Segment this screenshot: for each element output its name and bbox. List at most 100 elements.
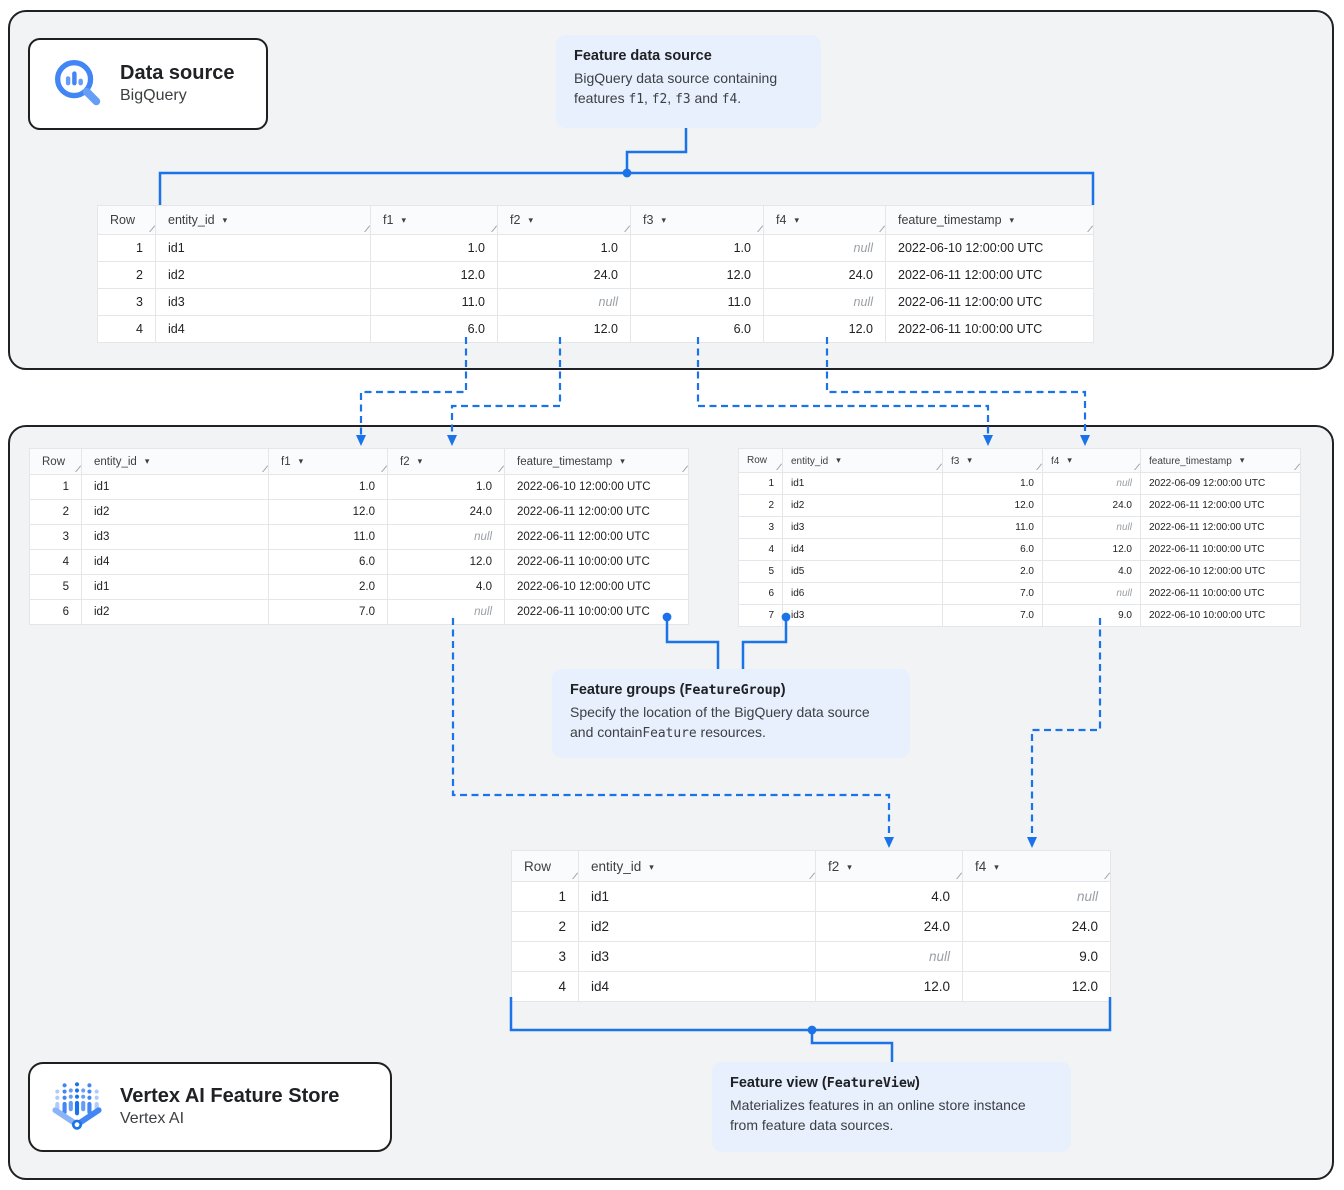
- column-header-entity_id: entity_id▾∕∕: [782, 448, 943, 473]
- cell-feature_timestamp: 2022-06-10 12:00:00 UTC: [1140, 560, 1301, 583]
- cell-Row: 2: [97, 261, 156, 289]
- column-label: Row: [110, 213, 136, 227]
- column-header-Row: Row∕∕: [29, 448, 82, 475]
- column-label: Row: [42, 455, 66, 468]
- column-label: f2: [828, 858, 840, 874]
- sort-caret-icon: ▾: [967, 454, 972, 465]
- sort-caret-icon: ▾: [528, 215, 533, 225]
- data-source-card: Data source BigQuery: [28, 38, 268, 130]
- cell-f2: null: [815, 941, 963, 972]
- column-label: f1: [281, 455, 291, 468]
- column-header-Row: Row∕∕: [511, 850, 579, 882]
- cell-f2: 4.0: [815, 881, 963, 912]
- feature-view-callout: Feature view (FeatureView) Materializes …: [712, 1062, 1071, 1152]
- cell-entity_id: id1: [81, 574, 269, 600]
- cell-feature_timestamp: 2022-06-11 10:00:00 UTC: [1140, 538, 1301, 561]
- callout-body: Specify the location of the BigQuery dat…: [570, 703, 892, 743]
- cell-Row: 2: [738, 494, 783, 517]
- cell-entity_id: id2: [81, 499, 269, 525]
- cell-f1: 6.0: [370, 315, 498, 343]
- cell-Row: 3: [511, 941, 579, 972]
- cell-f2: 12.0: [815, 971, 963, 1002]
- group-right-table: Row∕∕entity_id▾∕∕f3▾∕∕f4▾∕∕feature_times…: [738, 448, 1301, 627]
- cell-f4: 12.0: [962, 971, 1111, 1002]
- cell-Row: 6: [29, 599, 82, 625]
- cell-Row: 4: [511, 971, 579, 1002]
- cell-entity_id: id3: [782, 516, 943, 539]
- cell-feature_timestamp: 2022-06-11 12:00:00 UTC: [885, 261, 1094, 289]
- cell-feature_timestamp: 2022-06-10 12:00:00 UTC: [885, 234, 1094, 262]
- cell-f3: 7.0: [942, 582, 1043, 605]
- sort-caret-icon: ▾: [661, 215, 666, 225]
- cell-f3: 1.0: [630, 234, 764, 262]
- cell-f4: null: [763, 234, 886, 262]
- cell-f2: 1.0: [497, 234, 631, 262]
- column-header-f2: f2▾∕∕: [387, 448, 505, 475]
- cell-Row: 2: [511, 911, 579, 942]
- cell-f3: 12.0: [630, 261, 764, 289]
- cell-Row: 4: [29, 549, 82, 575]
- cell-f4: null: [1042, 472, 1141, 495]
- cell-f1: 11.0: [370, 288, 498, 316]
- column-label: f3: [643, 213, 654, 227]
- cell-entity_id: id1: [578, 881, 816, 912]
- view-table: Row∕∕entity_id▾∕∕f2▾∕∕f4▾∕∕1id14.0null2i…: [511, 850, 1111, 1002]
- cell-f2: null: [387, 524, 505, 550]
- header-row: Row∕∕entity_id▾∕∕f1▾∕∕f2▾∕∕f3▾∕∕f4▾∕∕fea…: [97, 205, 1094, 235]
- cell-entity_id: id2: [578, 911, 816, 942]
- sort-caret-icon: ▾: [417, 455, 423, 466]
- feature-store-card-subtitle: Vertex AI: [120, 1110, 185, 1128]
- feature-groups-callout: Feature groups (FeatureGroup) Specify th…: [552, 669, 910, 758]
- column-header-f4: f4▾∕∕: [763, 205, 886, 235]
- column-header-f3: f3▾∕∕: [942, 448, 1043, 473]
- column-header-f2: f2▾∕∕: [815, 850, 963, 882]
- sort-caret-icon: ▾: [794, 215, 799, 225]
- column-label: entity_id: [168, 213, 215, 227]
- cell-f1: 11.0: [268, 524, 388, 550]
- cell-f4: 12.0: [1042, 538, 1141, 561]
- sort-caret-icon: ▾: [836, 454, 841, 465]
- column-header-entity_id: entity_id▾∕∕: [81, 448, 269, 475]
- cell-f2: 24.0: [387, 499, 505, 525]
- cell-entity_id: id4: [578, 971, 816, 1002]
- column-label: f4: [776, 213, 787, 227]
- cell-f1: 6.0: [268, 549, 388, 575]
- text: ): [914, 1075, 920, 1091]
- sort-caret-icon: ▾: [649, 861, 654, 872]
- cell-Row: 2: [29, 499, 82, 525]
- column-label: f2: [400, 455, 410, 468]
- feature-store-card-title: Vertex AI Feature Store: [120, 1085, 340, 1108]
- cell-f4: null: [1042, 516, 1141, 539]
- column-header-f1: f1▾∕∕: [268, 448, 388, 475]
- cell-Row: 1: [29, 474, 82, 500]
- cell-f1: 1.0: [370, 234, 498, 262]
- cell-Row: 1: [97, 234, 156, 262]
- cell-Row: 1: [738, 472, 783, 495]
- column-header-Row: Row∕∕: [738, 448, 783, 473]
- cell-f2: 1.0: [387, 474, 505, 500]
- cell-f4: 4.0: [1042, 560, 1141, 583]
- column-header-f4: f4▾∕∕: [1042, 448, 1141, 473]
- column-header-feature_timestamp: feature_timestamp▾∕∕: [1140, 448, 1301, 473]
- bigquery-magnifier-icon: [48, 53, 106, 116]
- text: ,: [644, 89, 652, 106]
- cell-feature_timestamp: 2022-06-10 10:00:00 UTC: [1140, 604, 1301, 627]
- column-label: feature_timestamp: [1149, 455, 1232, 467]
- text: resources.: [696, 723, 766, 740]
- sort-caret-icon: ▾: [1009, 215, 1015, 225]
- cell-entity_id: id1: [782, 472, 943, 495]
- cell-f2: null: [497, 288, 631, 316]
- column-header-entity_id: entity_id▾∕∕: [578, 850, 816, 882]
- column-label: feature_timestamp: [898, 213, 1002, 227]
- cell-f3: 6.0: [630, 315, 764, 343]
- code-text: f2: [651, 91, 668, 107]
- header-row: Row∕∕entity_id▾∕∕f2▾∕∕f4▾∕∕: [511, 850, 1111, 882]
- cell-feature_timestamp: 2022-06-11 10:00:00 UTC: [504, 549, 689, 575]
- sort-caret-icon: ▾: [994, 861, 999, 872]
- cell-Row: 4: [738, 538, 783, 561]
